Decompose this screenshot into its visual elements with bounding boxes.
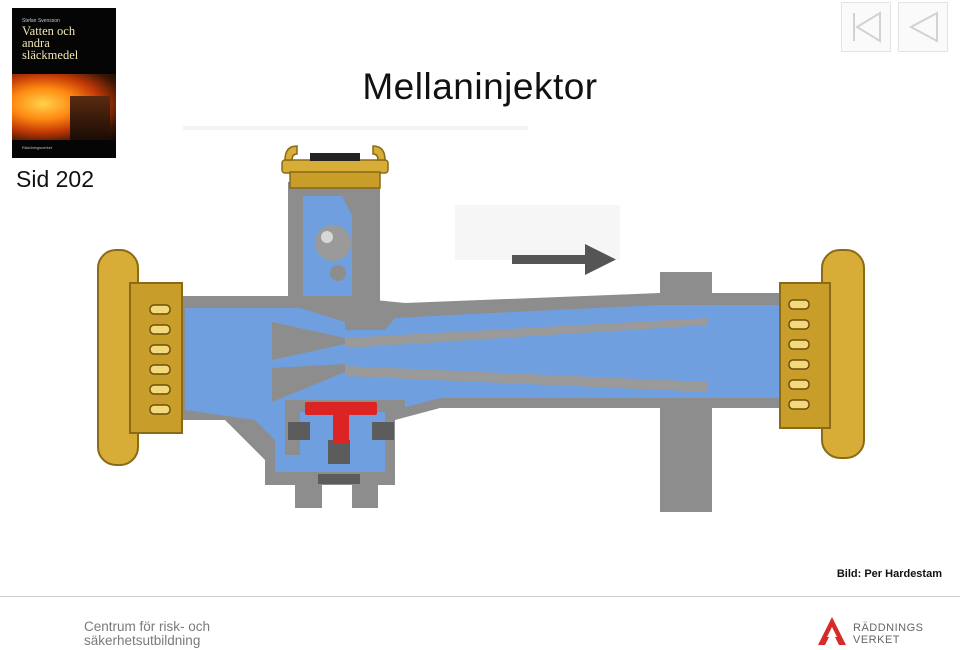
right-coupling xyxy=(779,249,865,459)
slide-title: Mellaninjektor xyxy=(362,66,598,107)
book-title-line: andra xyxy=(22,36,50,50)
check-valve-stem xyxy=(333,413,349,443)
page-reference: Sid 202 xyxy=(16,166,95,192)
top-coupling-seal xyxy=(310,153,360,161)
previous-slide-button[interactable] xyxy=(898,2,948,52)
top-coupling-ring xyxy=(281,159,389,174)
injector-nozzle-upper xyxy=(272,322,345,360)
tower-wall-left xyxy=(288,196,303,300)
book-author: Stefan Svensson xyxy=(22,18,60,24)
injector-diagram xyxy=(97,126,865,512)
first-slide-icon xyxy=(853,11,881,43)
image-credit: Bild: Per Hardestam xyxy=(836,568,942,580)
top-coupling-lug-right xyxy=(372,145,386,161)
tower-wall-right xyxy=(340,192,365,296)
flow-direction-arrow-icon xyxy=(512,244,616,275)
book-cover: Stefan Svensson Vatten och andra släckme… xyxy=(12,8,116,158)
check-valve-head xyxy=(305,402,377,415)
diffuser-lower-wall xyxy=(345,366,708,392)
left-coupling xyxy=(97,249,183,466)
top-coupling-lug-left xyxy=(284,145,298,161)
check-valve xyxy=(305,402,377,443)
top-coupling-base xyxy=(289,171,381,189)
right-coupling-lugs xyxy=(788,299,810,410)
valve-seat-left xyxy=(288,422,310,440)
footer-org-line: säkerhetsutbildning xyxy=(84,633,201,648)
footer-divider xyxy=(0,596,960,597)
ball-valve xyxy=(315,225,351,261)
diffuser-upper-wall xyxy=(345,318,708,348)
footer-org-line: Centrum för risk- och xyxy=(84,619,211,634)
valve-stem-guide xyxy=(328,440,350,464)
book-title: Vatten och andra släckmedel xyxy=(22,24,114,62)
book-cover-fire-photo xyxy=(12,74,116,140)
ball-valve-highlight xyxy=(321,231,333,243)
agency-name-line: VERKET xyxy=(853,634,901,646)
left-coupling-lugs xyxy=(149,304,171,415)
ball-seat xyxy=(330,265,346,281)
book-title-line: Vatten och xyxy=(22,24,76,38)
valve-seat-right xyxy=(372,422,394,440)
previous-slide-icon xyxy=(908,11,938,43)
injector-nozzle-lower xyxy=(272,364,345,402)
ghost-line xyxy=(183,126,528,130)
inner-parts xyxy=(272,192,708,484)
first-slide-button[interactable] xyxy=(841,2,891,52)
book-publisher: Räddningsverket xyxy=(22,145,53,150)
drain-plug xyxy=(318,474,360,484)
footer-organization: Centrum för risk- och säkerhetsutbildnin… xyxy=(84,620,210,648)
agency-name-line: RÄDDNINGS xyxy=(853,622,924,634)
raddningsverket-logo-icon xyxy=(818,617,846,645)
book-title-line: släckmedel xyxy=(22,48,79,62)
top-coupling xyxy=(281,145,389,189)
agency-name: RÄDDNINGS VERKET xyxy=(853,622,924,646)
